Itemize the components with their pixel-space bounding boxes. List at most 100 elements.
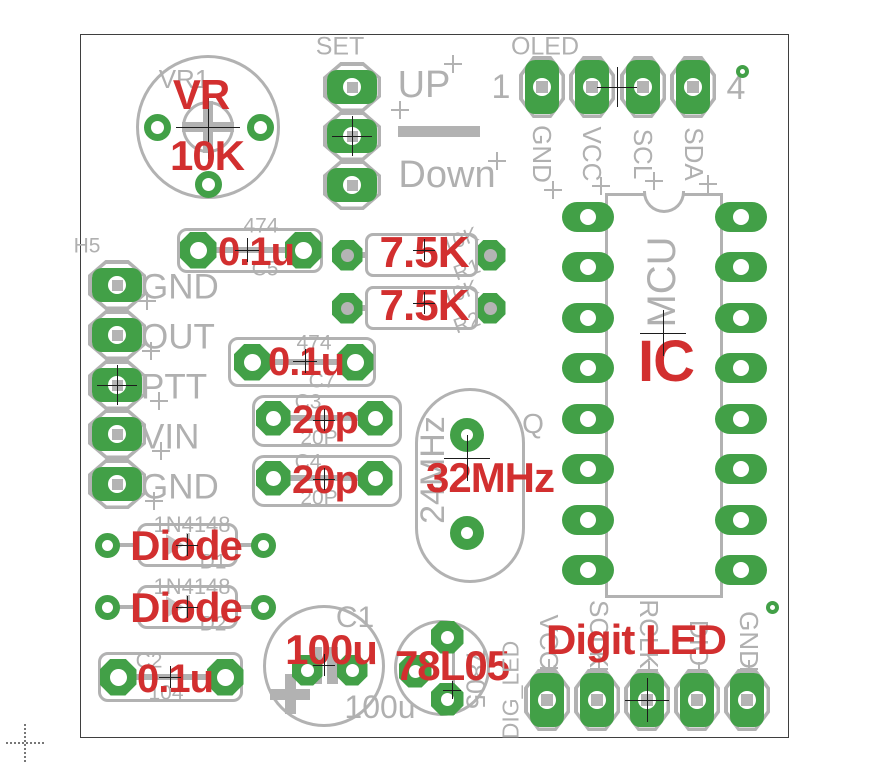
crystal-q-origin-cross-v bbox=[466, 435, 468, 481]
cap-c1-pad-hole bbox=[300, 663, 314, 677]
cap-c4-label: 20p bbox=[292, 458, 359, 502]
header-oled-origin-cross-v bbox=[616, 67, 618, 107]
ic-mcu-pad-hole bbox=[733, 209, 749, 225]
cap-c2-label: C2 bbox=[135, 649, 163, 673]
crystal-q-body[interactable] bbox=[415, 388, 525, 583]
cap-c3-origin-cross-v bbox=[323, 409, 325, 431]
cap-c5-label: 0.1u bbox=[217, 230, 295, 274]
header-h5-origin-cross-v bbox=[116, 365, 118, 405]
diode-d1-label: 1N4148 bbox=[153, 512, 231, 537]
diode-d1-body[interactable] bbox=[137, 523, 238, 567]
header-digit-led-label: Digit LED bbox=[546, 616, 727, 663]
header-oled-pad-square bbox=[637, 81, 649, 93]
regulator-78l05-label: 78L05 bbox=[394, 642, 510, 689]
ic-mcu-pad-hole bbox=[733, 461, 749, 477]
cap-c7-pad-hole bbox=[243, 353, 261, 371]
cap-c4-label: 20P bbox=[300, 486, 338, 510]
cap-c5-label: 474 bbox=[243, 214, 279, 238]
cap-c5-label: C5 bbox=[251, 257, 279, 281]
header-h5-pad-square bbox=[111, 478, 123, 490]
updown-marks-label: UP bbox=[397, 64, 451, 106]
cap-c5-pad-hole bbox=[294, 241, 312, 259]
diode-d2-pad[interactable] bbox=[250, 594, 276, 620]
cap-c7-label: C7 bbox=[308, 369, 336, 393]
header-set-pad-square bbox=[346, 81, 358, 93]
header-set-pad-square bbox=[346, 179, 358, 191]
ic-mcu-pad-hole bbox=[580, 562, 596, 578]
cap-c1-origin-cross-v bbox=[323, 654, 325, 676]
header-digit-led-pad-square bbox=[591, 694, 603, 706]
updown-marks-label: Down bbox=[398, 154, 496, 196]
potentiometer-vr1-label: 10K bbox=[169, 132, 245, 179]
cap-c7-label: 474 bbox=[296, 331, 332, 355]
cap-c3-label: 20P bbox=[300, 426, 338, 450]
header-digit-led-origin-cross-v bbox=[646, 678, 648, 722]
ic-mcu-pad-hole bbox=[580, 461, 596, 477]
ic-mcu-pad-hole bbox=[580, 512, 596, 528]
diode-d1-diode-symbol bbox=[166, 534, 184, 556]
crystal-q-label: 32MHz bbox=[425, 454, 555, 501]
cap-c5-pad-hole bbox=[189, 241, 207, 259]
header-h5-pad-square bbox=[111, 428, 123, 440]
cap-c7-body[interactable] bbox=[228, 337, 376, 387]
cap-c3-pad-hole bbox=[265, 410, 281, 426]
res-r1-origin-cross-v bbox=[423, 239, 425, 261]
cap-c3-body[interactable] bbox=[252, 395, 402, 447]
header-oled-label: VCC bbox=[577, 126, 607, 182]
stray-marks-plus-mark-v bbox=[452, 55, 454, 73]
ic-mcu-pad-hole bbox=[580, 360, 596, 376]
board-outline bbox=[80, 34, 789, 738]
header-oled-label: OLED bbox=[510, 32, 580, 61]
vias-pad[interactable] bbox=[735, 64, 749, 78]
diode-d1-pad[interactable] bbox=[94, 532, 120, 558]
crystal-q-label: Q bbox=[522, 408, 544, 439]
ic-mcu-pad-hole bbox=[580, 209, 596, 225]
cap-c4-body[interactable] bbox=[252, 455, 402, 507]
cap-c5-origin-cross-v bbox=[246, 238, 248, 262]
cap-c2-pad-hole bbox=[109, 668, 127, 686]
header-digit-led-plus-mark-v bbox=[548, 659, 550, 677]
cap-c1-thick-cross-v bbox=[284, 674, 296, 714]
header-oled-label: SDA bbox=[679, 127, 709, 181]
ic-mcu-pad-hole bbox=[580, 411, 596, 427]
regulator-78l05-silk-bar bbox=[452, 622, 455, 715]
header-oled-plus-mark-v bbox=[600, 177, 602, 195]
res-r1-body[interactable] bbox=[365, 233, 478, 277]
res-r2-origin-cross-v bbox=[423, 292, 425, 314]
res-r1-pad-hole bbox=[340, 248, 354, 262]
header-oled-plus-mark-v bbox=[552, 181, 554, 199]
cap-c7-origin-cross-v bbox=[304, 349, 306, 373]
mouse-cursor-crosshair-v bbox=[24, 724, 26, 762]
diode-d2-label: 1N4148 bbox=[153, 574, 231, 599]
potentiometer-vr1-pad[interactable] bbox=[194, 170, 222, 198]
header-h5-pad-square bbox=[111, 329, 123, 341]
cap-c4-pad-hole bbox=[367, 470, 383, 486]
header-oled-pad-square bbox=[687, 81, 699, 93]
potentiometer-vr1-pad[interactable] bbox=[246, 113, 274, 141]
potentiometer-vr1-pad[interactable] bbox=[143, 113, 171, 141]
header-set-origin-cross-v bbox=[351, 116, 353, 156]
stray-marks-plus-mark-v bbox=[496, 152, 498, 170]
cap-c2-label: 104 bbox=[148, 681, 184, 705]
diode-d2-pad[interactable] bbox=[94, 594, 120, 620]
diode-d2-label: D2 bbox=[199, 612, 227, 636]
diode-d1-pad[interactable] bbox=[250, 532, 276, 558]
ic-mcu-body[interactable] bbox=[605, 193, 723, 598]
cap-c5-body[interactable] bbox=[177, 228, 323, 273]
res-r2-body[interactable] bbox=[365, 286, 478, 330]
crystal-q-pad[interactable] bbox=[450, 516, 484, 550]
header-h5-plus-mark-v bbox=[146, 292, 148, 310]
header-h5-plus-mark-v bbox=[160, 442, 162, 460]
cap-c4-label: C4 bbox=[294, 450, 322, 474]
vias-pad[interactable] bbox=[765, 600, 779, 614]
header-digit-led-pad-square bbox=[541, 694, 553, 706]
header-oled-label: 1 bbox=[491, 68, 511, 106]
header-h5-pad-square bbox=[111, 279, 123, 291]
header-h5-plus-mark-v bbox=[158, 392, 160, 410]
header-digit-led-label: DIG_LED bbox=[497, 640, 524, 740]
cap-c4-origin-cross-v bbox=[323, 468, 325, 490]
regulator-78l05-pad-hole bbox=[440, 692, 454, 706]
header-h5-label: H5 bbox=[73, 234, 101, 258]
ic-mcu-pad-hole bbox=[733, 512, 749, 528]
header-h5-plus-mark-v bbox=[153, 492, 155, 510]
